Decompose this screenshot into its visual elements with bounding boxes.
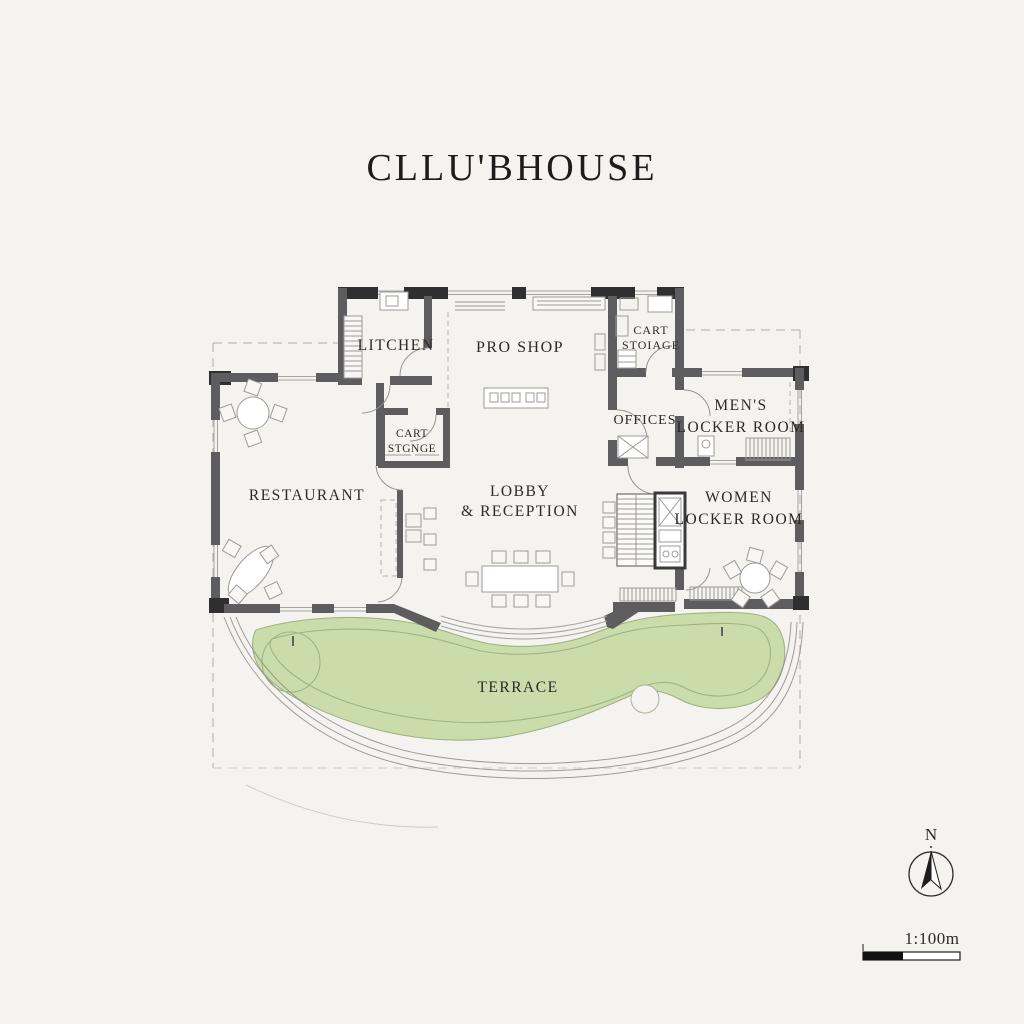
room-label-cart-storage-top-line2: STOIAGE xyxy=(622,338,680,352)
staircase xyxy=(602,493,656,567)
room-womens-locker: WOMEN LOCKER ROOM xyxy=(675,489,804,609)
page-title: CLLU'BHOUSE xyxy=(366,147,658,189)
room-label-restaurant: RESTAURANT xyxy=(249,487,365,504)
compass-north-label: N xyxy=(925,825,937,844)
room-label-womens-locker-line2: LOCKER ROOM xyxy=(675,511,804,528)
room-cart-storage-top: CART STOIAGE xyxy=(615,295,680,369)
room-label-pro-shop: PRO SHOP xyxy=(476,339,564,356)
scale-bar-label: 1:100m xyxy=(905,929,960,948)
room-label-cart-storage-small-line1: CART xyxy=(396,428,428,440)
room-label-womens-locker-line1: WOMEN xyxy=(705,489,773,506)
room-offices: OFFICES xyxy=(613,413,676,459)
room-label-cart-storage-small-line2: STGNGE xyxy=(388,443,436,455)
room-label-offices: OFFICES xyxy=(613,413,676,428)
elevator xyxy=(653,491,687,570)
room-label-mens-locker-line1: MEN'S xyxy=(714,397,767,414)
site-boundary-dashed xyxy=(212,329,801,769)
room-label-lobby-line2: & RECEPTION xyxy=(461,503,579,520)
room-restaurant: RESTAURANT xyxy=(218,378,437,605)
flag-marker xyxy=(292,627,723,646)
room-label-kitchen: LITCHEN xyxy=(358,337,435,354)
terrace-area: TERRACE xyxy=(252,611,786,741)
room-label-terrace: TERRACE xyxy=(477,679,558,696)
north-compass: N xyxy=(908,825,954,897)
sand-bunker xyxy=(630,684,660,714)
room-lobby: LOBBY & RECEPTION xyxy=(461,483,743,608)
room-kitchen: LITCHEN xyxy=(343,291,435,379)
walkway-path-lines xyxy=(223,616,804,828)
room-cart-storage-small: CART STGNGE xyxy=(378,408,450,468)
room-label-lobby-line1: LOBBY xyxy=(490,483,550,500)
room-mens-locker: MEN'S LOCKER ROOM xyxy=(677,382,806,461)
room-label-mens-locker-line2: LOCKER ROOM xyxy=(677,419,806,436)
compass-needle-light xyxy=(930,850,942,891)
room-label-cart-storage-top-line1: CART xyxy=(633,323,668,337)
terrace-steps xyxy=(619,586,743,602)
scale-bar: 1:100m xyxy=(862,929,961,961)
room-pro-shop: PRO SHOP xyxy=(447,296,606,416)
compass-needle-dark xyxy=(921,851,931,889)
door-arcs xyxy=(361,345,711,603)
